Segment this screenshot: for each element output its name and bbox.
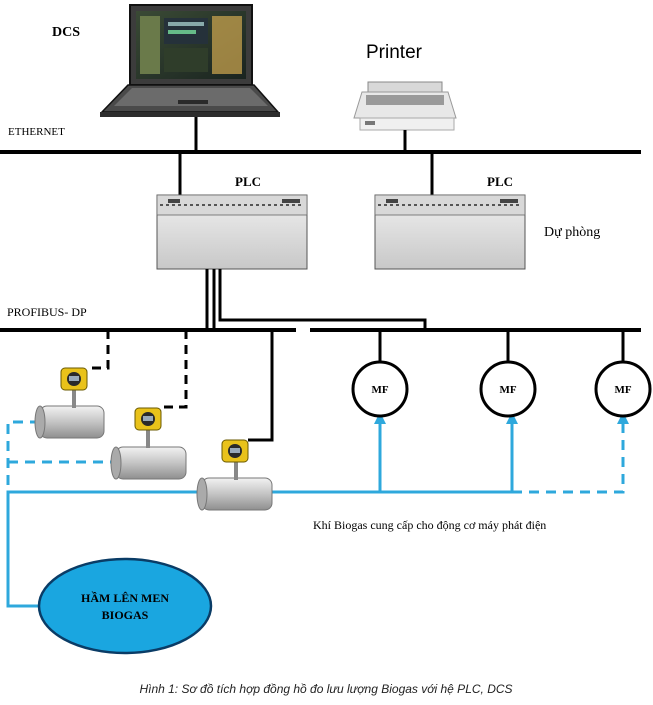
biogas-lines-solid — [6, 420, 514, 608]
mf-2-label: MF — [499, 384, 516, 396]
printer-icon — [353, 81, 457, 131]
biogas-tank-icon — [37, 557, 213, 655]
mf-1-label: MF — [371, 384, 388, 396]
motor-generator-3-icon — [594, 360, 652, 418]
figure-caption: Hình 1: Sơ đồ tích hợp đồng hồ đo lưu lư… — [139, 682, 512, 696]
ethernet-label: ETHERNET — [8, 126, 65, 138]
plc-main-icon — [156, 194, 308, 270]
plc-backup-label: PLC — [487, 174, 513, 189]
plc-main-label: PLC — [235, 174, 261, 189]
flowmeter-signal-lines — [86, 330, 274, 442]
backup-label: Dự phòng — [544, 225, 600, 240]
motor-generator-2-icon — [479, 360, 537, 418]
tank-label-line1: HẦM LÊN MEN — [81, 590, 169, 605]
biogas-supply-label: Khí Biogas cung cấp cho động cơ máy phát… — [313, 518, 546, 532]
tank-label-line2: BIOGAS — [102, 608, 149, 622]
dcs-label: DCS — [52, 25, 80, 40]
biogas-lines-dashed — [6, 420, 625, 494]
profibus-label: PROFIBUS- DP — [7, 305, 87, 319]
generator-drops — [378, 330, 625, 362]
laptop-icon — [100, 4, 280, 117]
printer-label: Printer — [366, 42, 423, 63]
gas-flow-arrows — [374, 412, 629, 424]
flowmeter-1-icon — [34, 367, 105, 439]
flowmeter-2-icon — [110, 407, 187, 480]
motor-generator-1-icon — [351, 360, 409, 418]
flowmeter-3-icon — [196, 439, 273, 511]
mf-3-label: MF — [614, 384, 631, 396]
profibus-connections — [205, 269, 427, 330]
plc-backup-icon — [374, 194, 526, 270]
